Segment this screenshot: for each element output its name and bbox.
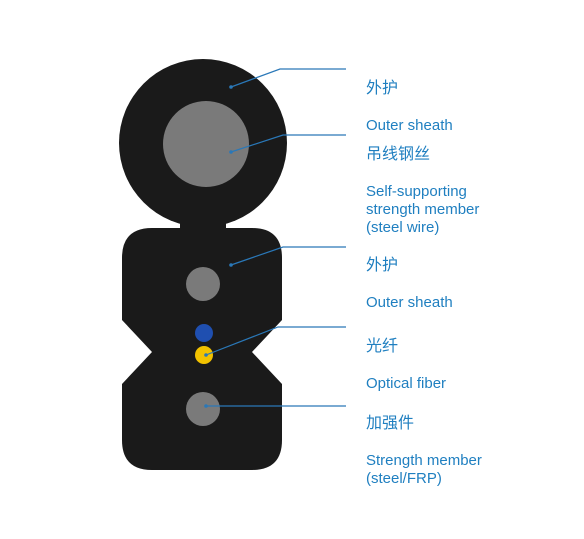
label-outer-sheath-top: 外护 Outer sheath: [366, 61, 453, 153]
label-zh: 光纤: [366, 338, 399, 355]
optical-fiber-yellow: [195, 346, 213, 364]
label-outer-sheath-body: 外护 Outer sheath: [366, 238, 453, 330]
leader-dot: [204, 353, 208, 357]
label-strength-member: 加强件 Strength member (steel/FRP): [366, 396, 482, 506]
label-en: Outer sheath: [366, 117, 453, 134]
leader-dot: [229, 150, 233, 154]
label-self-supporting-member: 吊线钢丝 Self-supporting strength member (st…: [366, 127, 479, 255]
label-zh: 外护: [366, 257, 399, 274]
leader-dot: [229, 85, 233, 89]
optical-fiber-blue: [195, 324, 213, 342]
label-en: Optical fiber: [366, 375, 447, 392]
label-en: Strength member (steel/FRP): [366, 452, 482, 487]
leader-dot: [229, 263, 233, 267]
label-en: Self-supporting strength member (steel w…: [366, 183, 480, 236]
leader-dot: [204, 404, 208, 408]
leader-line-outer-sheath-top: [230, 68, 346, 88]
label-en: Outer sheath: [366, 294, 453, 311]
leader-line-steel-wire: [230, 134, 346, 153]
lower-strength-member: [186, 392, 220, 426]
label-zh: 外护: [366, 80, 399, 97]
upper-strength-member: [186, 267, 220, 301]
label-zh: 吊线钢丝: [366, 146, 431, 163]
leader-line-optical-fiber: [205, 326, 346, 356]
label-zh: 加强件: [366, 415, 415, 432]
steel-wire: [163, 101, 249, 187]
leader-line-outer-sheath-body: [230, 246, 346, 266]
label-optical-fiber: 光纤 Optical fiber: [366, 319, 446, 411]
